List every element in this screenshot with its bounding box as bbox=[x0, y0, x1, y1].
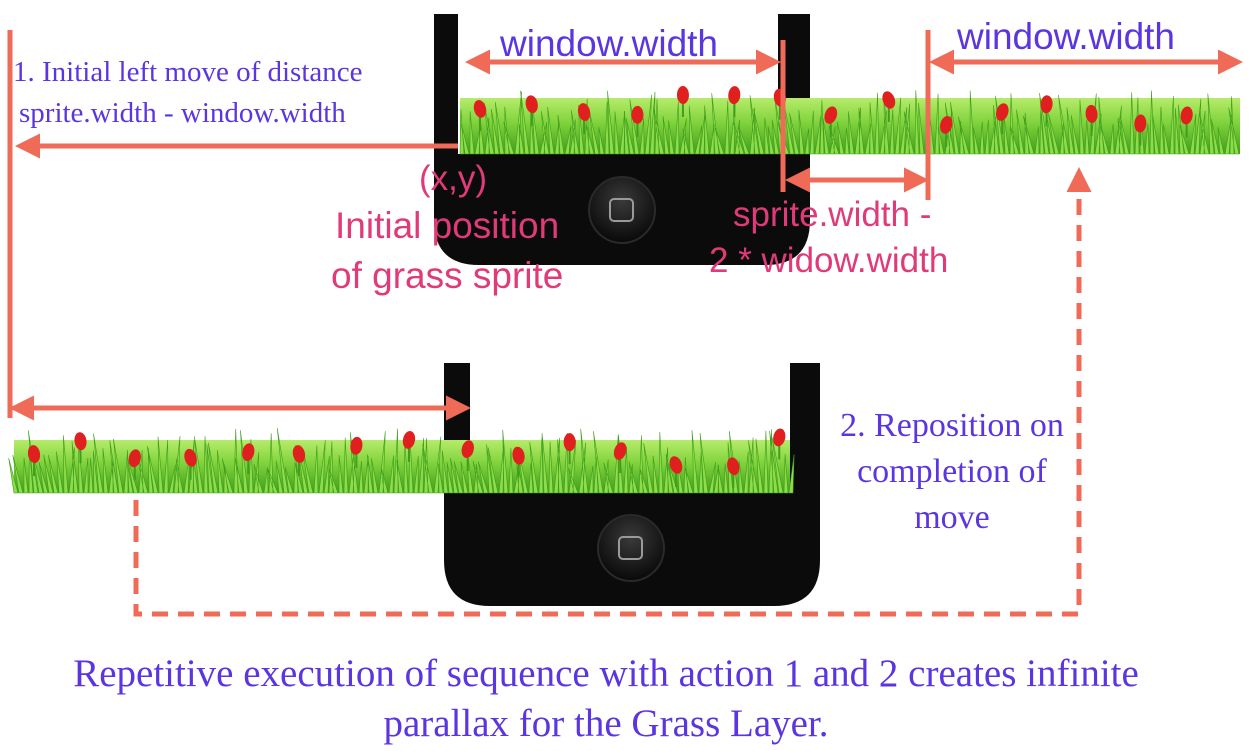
tulip-icon bbox=[27, 445, 41, 477]
tulip-icon bbox=[128, 449, 141, 481]
tulip-icon bbox=[669, 456, 683, 487]
tulip-icon bbox=[402, 431, 416, 462]
tulip-icon bbox=[525, 95, 538, 127]
tulip-icon bbox=[74, 432, 87, 464]
home-button-icon bbox=[588, 176, 656, 244]
tulip-icon bbox=[613, 442, 627, 474]
initial-position-line1: Initial position bbox=[335, 205, 560, 246]
initial-position-line2: of grass sprite bbox=[331, 255, 564, 296]
tulip-icon bbox=[1180, 106, 1193, 138]
home-button-icon bbox=[597, 514, 665, 582]
tulip-icon bbox=[1040, 95, 1053, 127]
step1-label-line1: 1. Initial left move of distance bbox=[13, 56, 363, 88]
grass-sprite-bottom bbox=[8, 428, 795, 494]
arrows bbox=[7, 30, 1243, 617]
tulip-icon bbox=[184, 448, 197, 480]
window-width-label-right: window.width bbox=[957, 16, 1176, 57]
window-width-label-top: window.width bbox=[500, 23, 719, 64]
tulip-icon bbox=[461, 440, 474, 472]
step2-label-line2: completion of bbox=[857, 453, 1047, 490]
tulip-icon bbox=[631, 105, 644, 137]
grass-sprite-top bbox=[459, 86, 1240, 155]
tulip-icon bbox=[577, 103, 591, 135]
tulip-icon bbox=[676, 86, 689, 118]
tulip-icon bbox=[350, 436, 363, 468]
tulip-icon bbox=[824, 106, 838, 138]
reposition-dashed-path bbox=[133, 167, 1092, 617]
grass-blades bbox=[459, 90, 1240, 155]
tulip-icon bbox=[940, 115, 953, 147]
caption-line1: Repetitive execution of sequence with ac… bbox=[73, 652, 1139, 695]
tulip-icon bbox=[563, 433, 576, 465]
tulip-icon bbox=[727, 457, 740, 489]
tulip-icon bbox=[292, 445, 306, 476]
step1-label-line2: sprite.width - window.width bbox=[19, 97, 346, 129]
tulip-icon bbox=[473, 100, 487, 131]
caption-line2: parallax for the Grass Layer. bbox=[383, 702, 829, 745]
tulip-icon bbox=[1134, 114, 1147, 146]
tulip-icon bbox=[773, 428, 786, 460]
step2-label-line3: move bbox=[914, 499, 990, 536]
tulip-icon bbox=[882, 91, 896, 123]
tulip-icon bbox=[728, 86, 741, 118]
tulip-icon bbox=[995, 103, 1009, 135]
tulip-icon bbox=[242, 443, 255, 475]
sprite-gap-label-line2: 2 * widow.width bbox=[709, 241, 949, 280]
tulip-icon bbox=[512, 446, 525, 478]
tulip-icon bbox=[1085, 104, 1098, 136]
xy-label: (x,y) bbox=[419, 159, 488, 198]
sprite-gap-label-line1: sprite.width - bbox=[733, 195, 932, 234]
step2-label-line1: 2. Reposition on bbox=[840, 407, 1064, 444]
